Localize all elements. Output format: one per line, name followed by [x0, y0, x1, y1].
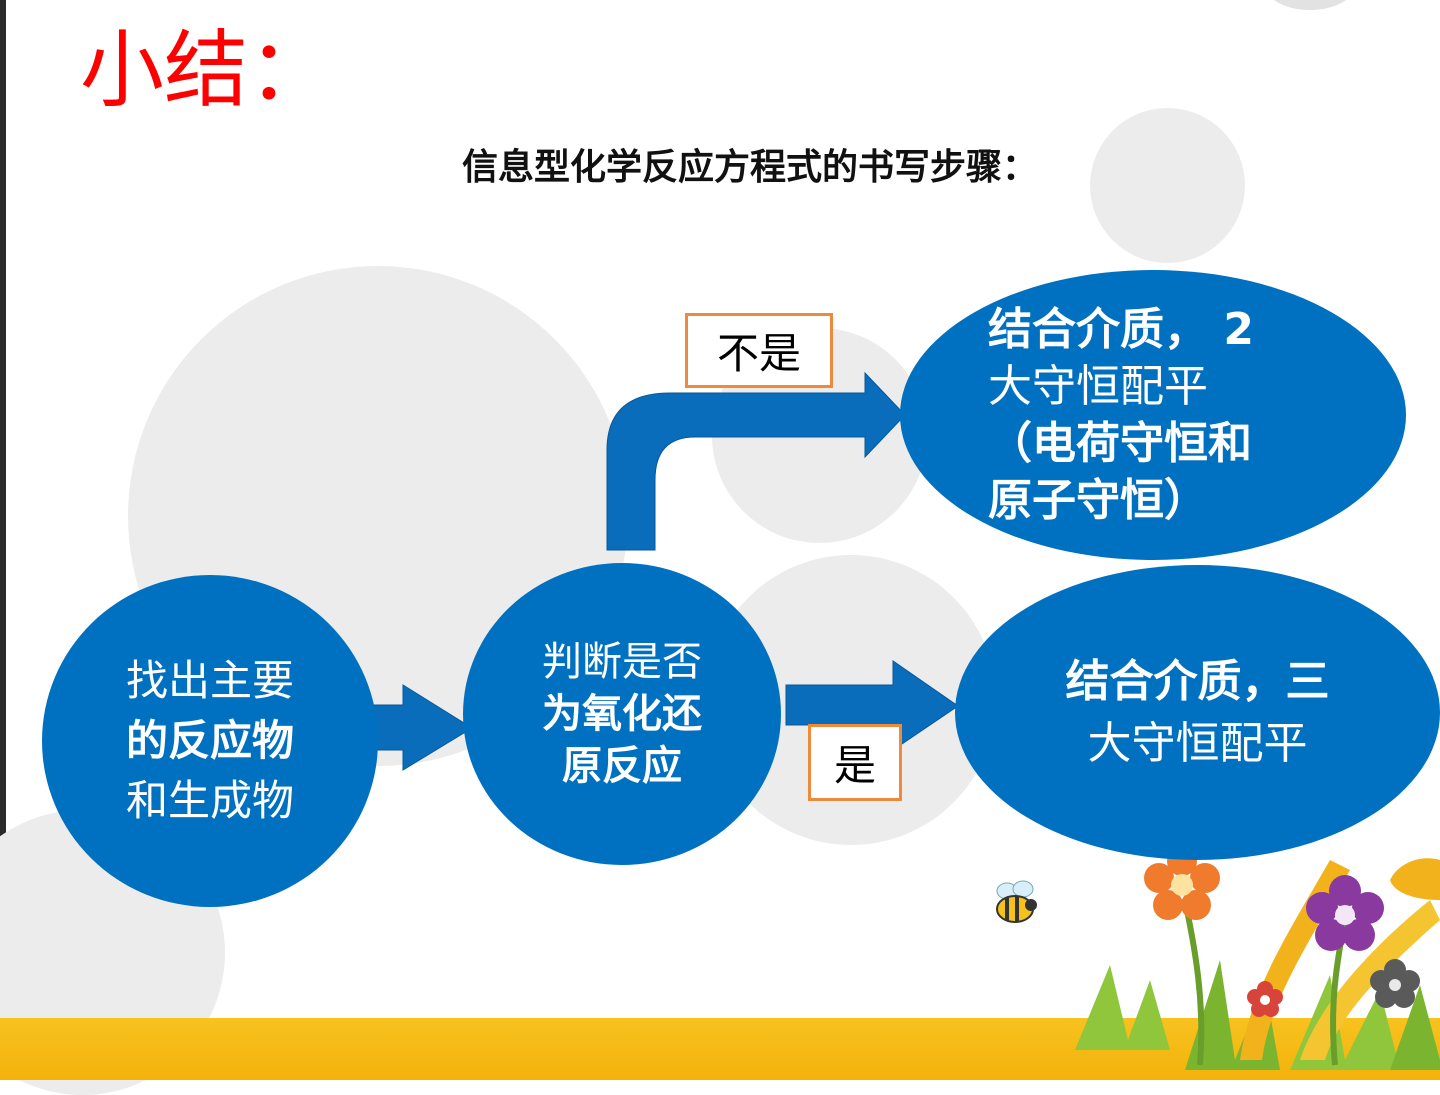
node-text: 大守恒配平 — [1087, 717, 1308, 769]
label-not-redox: 不是 — [685, 313, 833, 388]
branch-not-redox-node: 结合介质， 2 大守恒配平 （电荷守恒和 原子守恒） — [900, 270, 1406, 560]
step-find-reactants-node: 找出主要 的反应物 和生成物 — [42, 575, 378, 907]
node-text-bold: 结合介质， 2 — [988, 304, 1254, 355]
branch-is-redox-node: 结合介质，三 大守恒配平 — [955, 565, 1440, 860]
node-text: 大守恒配平 — [988, 361, 1208, 412]
step-judge-redox-node: 判断是否 为氧化还 原反应 — [463, 563, 781, 865]
arrow-step2-to-no — [606, 371, 906, 551]
slide-title: 小结： — [80, 21, 333, 119]
background-circle — [1265, 0, 1355, 10]
arrow-step1-to-step2 — [371, 684, 473, 771]
left-edge-border — [0, 0, 6, 1080]
node-text: 判断是否 — [542, 639, 702, 685]
node-text-bold: （电荷守恒和 — [988, 418, 1252, 469]
node-text-bold: 结合介质，三 — [1065, 655, 1330, 707]
node-text-bold: 原子守恒） — [988, 475, 1208, 526]
label-is-redox: 是 — [808, 724, 902, 801]
background-circle — [1090, 108, 1245, 263]
node-text-bold: 为氧化还 — [542, 691, 702, 737]
node-text: 和生成物 — [125, 776, 294, 825]
node-text-bold: 原反应 — [562, 743, 682, 789]
arrow-step2-to-yes — [785, 660, 959, 751]
node-text: 找出主要 — [125, 656, 294, 705]
node-text-bold: 的反应物 — [125, 716, 294, 765]
slide-subtitle: 信息型化学反应方程式的书写步骤： — [461, 147, 1038, 188]
